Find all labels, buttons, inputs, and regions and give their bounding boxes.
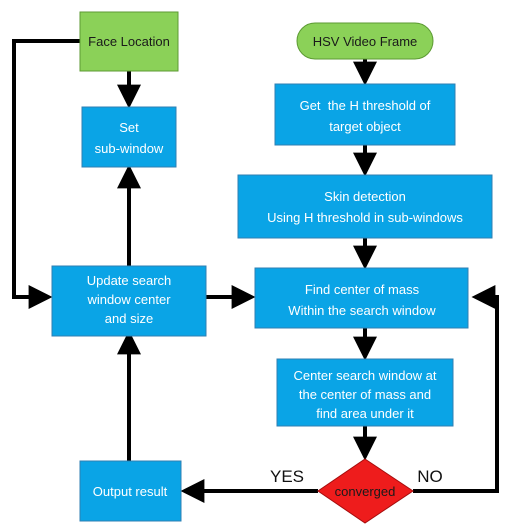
- center-search-label-line2: the center of mass and: [299, 387, 431, 402]
- skin-detection-node: Skin detection Using H threshold in sub-…: [237, 174, 493, 239]
- no-label: NO: [417, 467, 443, 486]
- face-location-node: Face Location: [79, 11, 179, 72]
- center-search-label-line1: Center search window at: [293, 368, 436, 383]
- yes-label: YES: [270, 467, 304, 486]
- find-center-label-line1: Find center of mass: [305, 282, 420, 297]
- update-search-node: Update search window center and size: [51, 265, 207, 337]
- get-h-threshold-label-line1: Get the H threshold of: [300, 98, 431, 113]
- converged-decision-node: converged: [317, 458, 414, 524]
- center-search-node: Center search window at the center of ma…: [276, 358, 454, 427]
- get-h-threshold-node: Get the H threshold of target object: [274, 83, 456, 146]
- find-center-node: Find center of mass Within the search wi…: [254, 267, 469, 329]
- output-result-label: Output result: [93, 484, 168, 499]
- hsv-video-frame-label: HSV Video Frame: [313, 34, 418, 49]
- output-result-node: Output result: [79, 460, 182, 522]
- arrow-converged-no: [413, 285, 499, 493]
- update-search-label-line1: Update search: [87, 273, 172, 288]
- converged-label: converged: [335, 484, 396, 499]
- face-location-label: Face Location: [88, 34, 170, 49]
- skin-detection-label-line2: Using H threshold in sub-windows: [267, 210, 463, 225]
- center-search-label-line3: find area under it: [316, 406, 414, 421]
- set-subwindow-node: Set sub-window: [81, 106, 177, 168]
- set-subwindow-label-line2: sub-window: [95, 141, 164, 156]
- update-search-label-line3: and size: [105, 311, 153, 326]
- edges: [12, 39, 499, 503]
- update-search-label-line2: window center: [86, 292, 171, 307]
- hsv-video-frame-node: HSV Video Frame: [296, 22, 434, 60]
- find-center-label-line2: Within the search window: [288, 303, 436, 318]
- set-subwindow-label-line1: Set: [119, 120, 139, 135]
- get-h-threshold-label-line2: target object: [329, 119, 401, 134]
- skin-detection-label-line1: Skin detection: [324, 189, 406, 204]
- arrow-face-to-update: [12, 39, 80, 309]
